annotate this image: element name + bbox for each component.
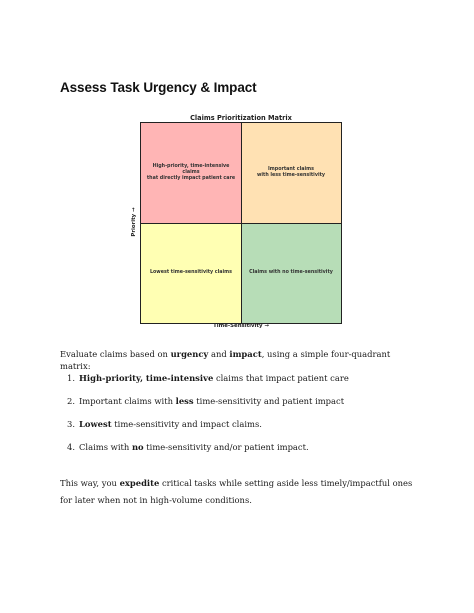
page-heading: Assess Task Urgency & Impact [60,80,257,95]
list-item: 2. Important claims with less time-sensi… [60,395,420,418]
list-item-rest: claims that impact patient care [213,373,349,383]
intro-prefix: Evaluate claims based on [60,349,171,359]
list-item-number: 4. [67,442,75,452]
chart-title: Claims Prioritization Matrix [190,114,292,122]
list-item-pre: Claims with [79,442,132,452]
outro-bold-expedite: expedite [119,478,160,488]
list-item-rest: time-sensitivity and patient impact [193,396,345,406]
priority-list: 1. High-priority, time-intensive claims … [60,372,420,464]
list-item-bold: no [131,442,144,452]
quadrant-top-left: High-priority, time-intensive claims tha… [141,123,241,223]
horizontal-divider [141,223,341,224]
quadrant-top-left-line-1: High-priority, time-intensive claims [152,163,230,175]
list-item: 3. Lowest time-sensitivity and impact cl… [60,418,420,441]
quadrant-bottom-left-line-1: Lowest time-sensitivity claims [149,269,233,275]
outro-suffix: critical tasks while setting aside less … [60,478,413,505]
outro-prefix: This way, you [60,478,120,488]
intro-suffix: , using a simple four-quadrant matrix: [60,349,391,371]
outro-paragraph: This way, you expedite critical tasks wh… [60,475,420,509]
list-item-bold: less [175,396,194,406]
quadrant-bottom-right: Claims with no time-sensitivity [241,223,341,323]
quadrant-bottom-left: Lowest time-sensitivity claims [141,223,241,323]
list-item-number: 1. [67,373,75,383]
x-axis-label: Time-Sensitivity → [213,323,269,329]
y-axis-label: Priority → [131,207,137,237]
intro-paragraph: Evaluate claims based on urgency and imp… [60,348,420,372]
quadrant-top-left-line-2: that directly impact patient care [146,176,236,182]
list-item-bold: Lowest [79,419,112,429]
matrix-plot-area: High-priority, time-intensive claims tha… [140,122,342,324]
list-item-bold: High-priority, time-intensive [79,373,214,383]
list-item-number: 3. [67,419,75,429]
intro-bold-urgency: urgency [170,349,209,359]
quadrant-top-right-line-2: with less time-sensitivity [256,173,326,178]
intro-mid: and [208,349,230,359]
list-item-rest: time-sensitivity and/or patient impact. [143,442,309,452]
quadrant-bottom-right-line-1: Claims with no time-sensitivity [249,269,333,275]
list-item-number: 2. [67,396,75,406]
list-item-rest: time-sensitivity and impact claims. [111,419,262,429]
intro-bold-impact: impact [229,349,262,359]
quadrant-top-right: Important claims with less time-sensitiv… [241,123,341,223]
quadrant-top-right-line-1: Important claims [267,166,314,172]
list-item-pre: Important claims with [79,396,176,406]
list-item: 4. Claims with no time-sensitivity and/o… [60,441,420,464]
list-item: 1. High-priority, time-intensive claims … [60,372,420,395]
